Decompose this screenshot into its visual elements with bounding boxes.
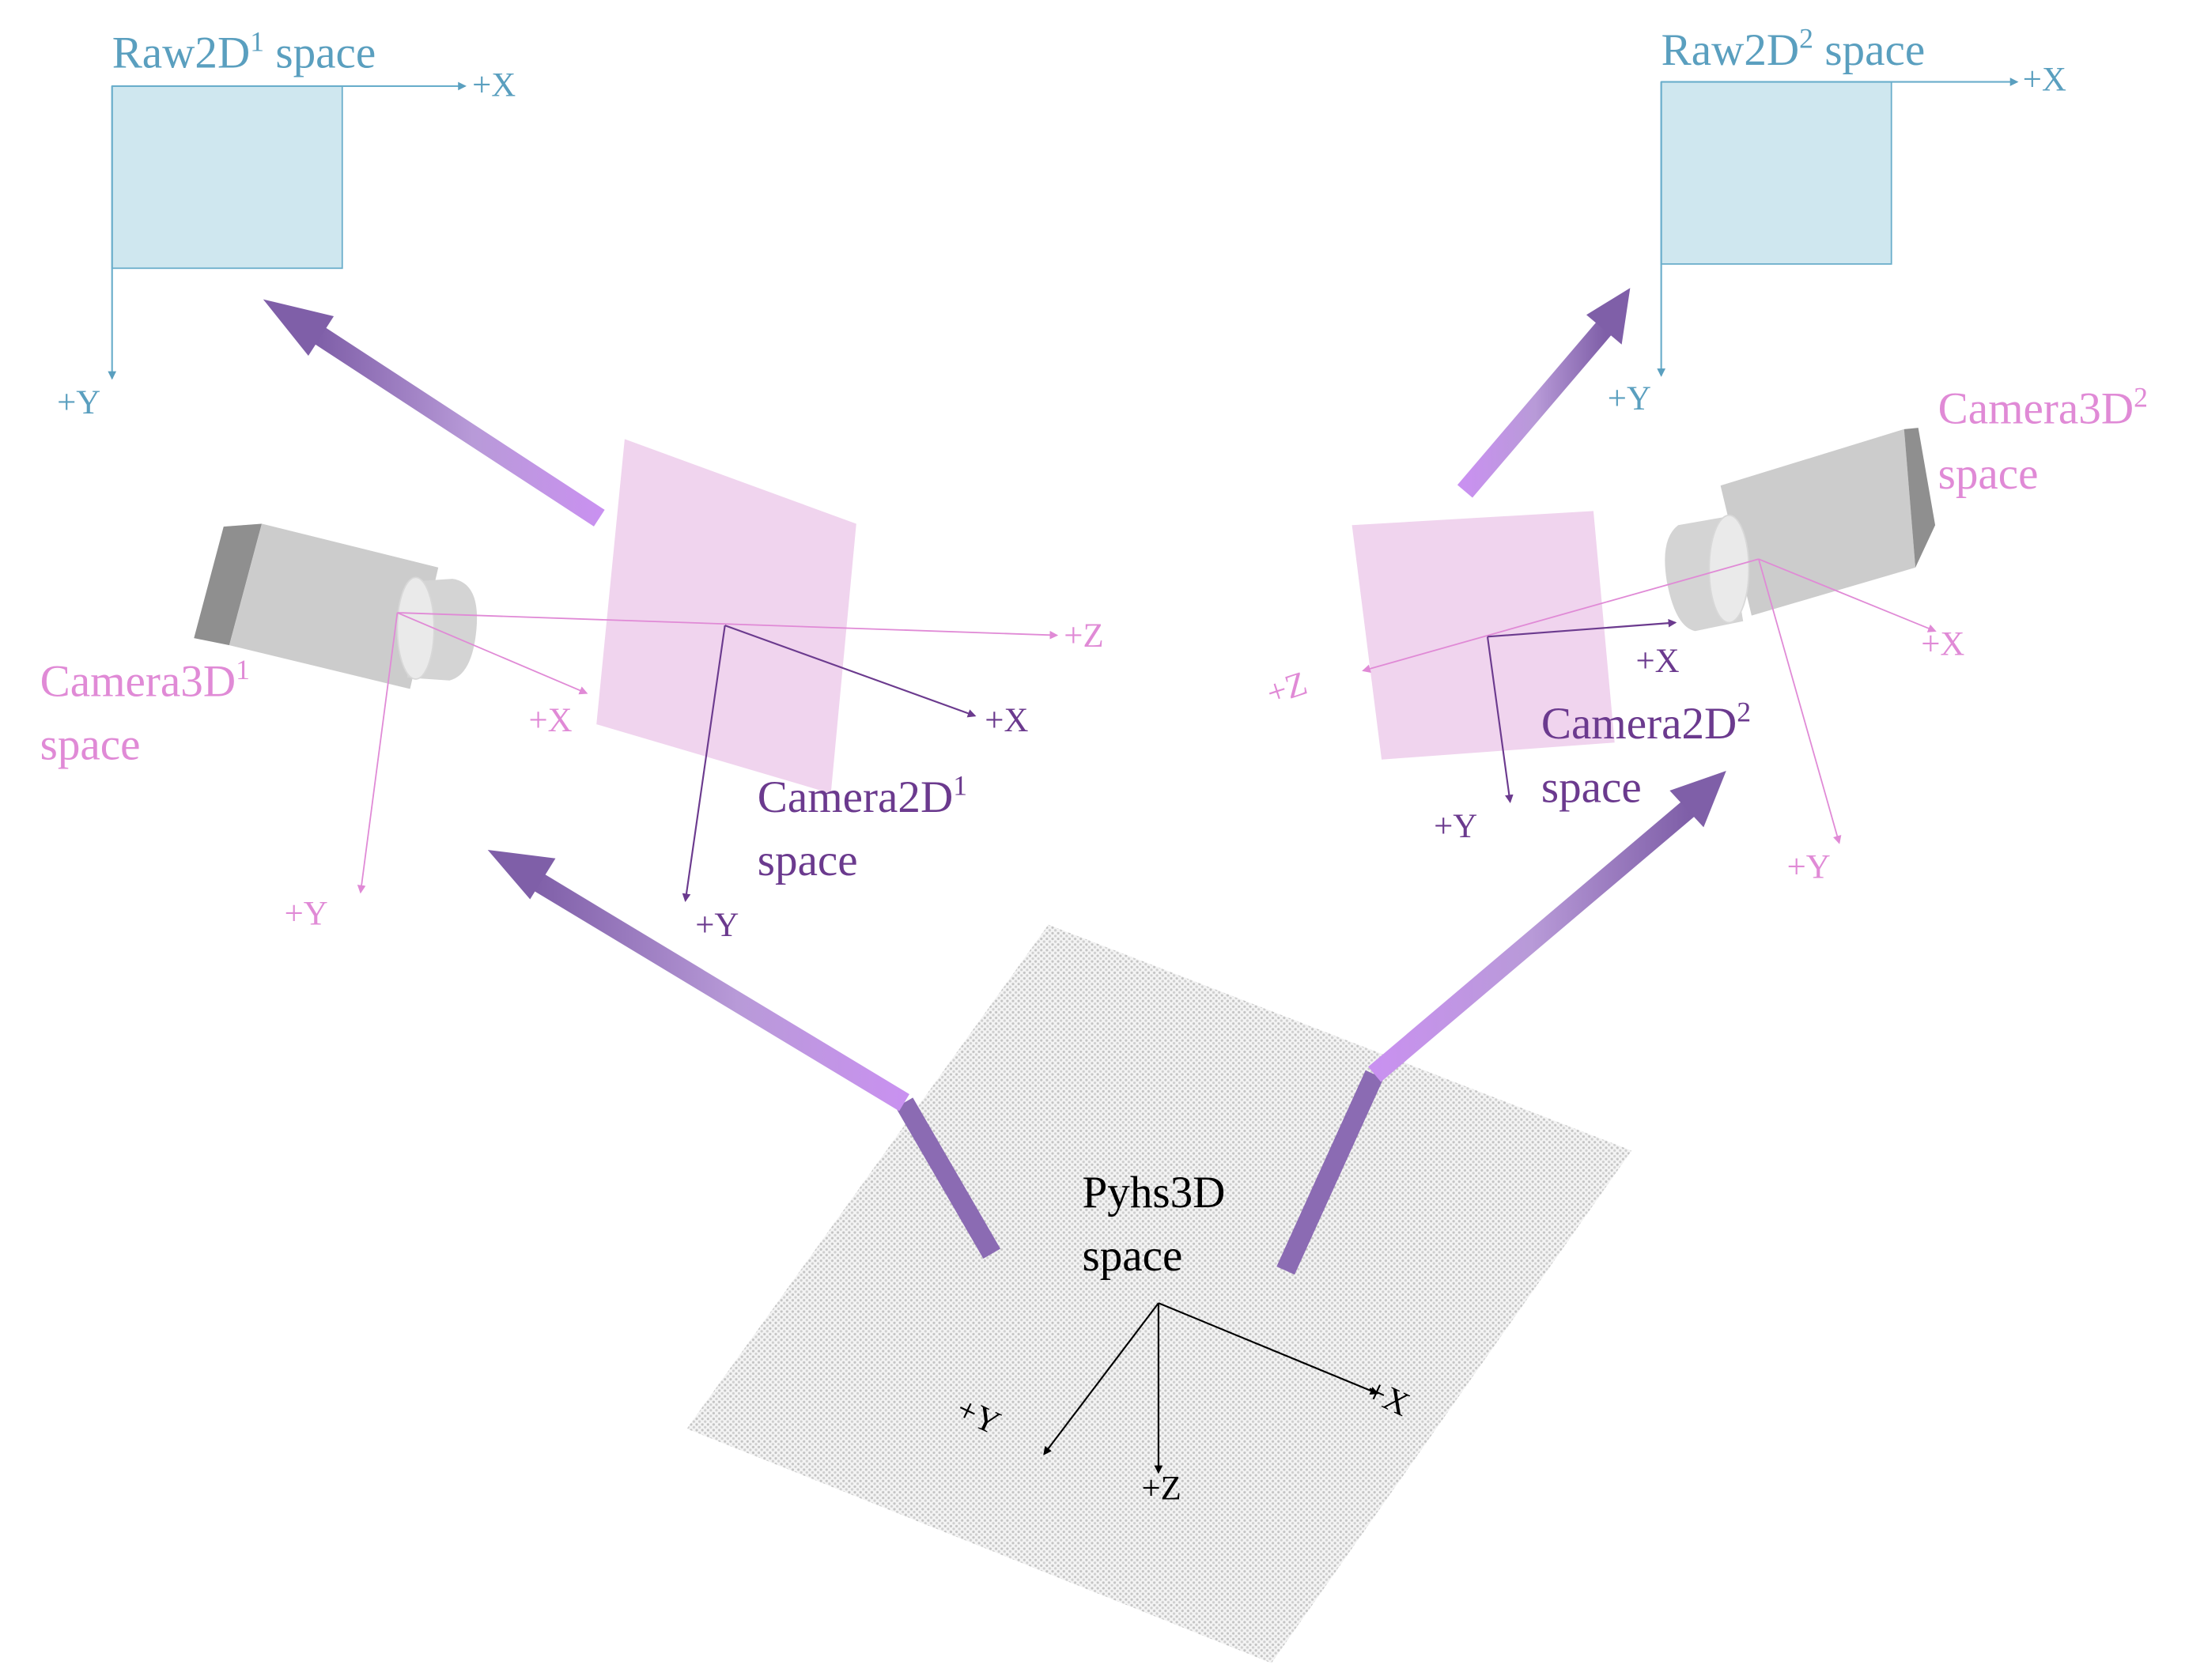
camera2d-2-x-axis [1487, 618, 1677, 638]
camera2d-2-title-line2: space [1541, 762, 1642, 812]
camera3d-2-y-axis [1757, 558, 1842, 844]
raw2d-1-space: Raw2D1 space +X +Y [57, 25, 516, 421]
camera3d-1-axes [357, 612, 1059, 894]
camera2d-1-sup: 1 [953, 769, 967, 801]
camera3d-2-axes [1362, 558, 1937, 844]
raw2d-2-image-rect [1660, 81, 1892, 265]
camera2d-1-x-label: +X [985, 702, 1028, 739]
camera-1-back-face [194, 523, 262, 646]
camera3d-1-title-line1: Camera3D1 [40, 654, 250, 706]
camera2d-2-y-label: +Y [1434, 808, 1477, 845]
raw2d-2-name: Raw2D [1662, 25, 1800, 75]
camera2d-1-name: Camera2D [758, 772, 953, 822]
camera2d-2-y-axis [1486, 636, 1514, 804]
camera3d-2-sup: 2 [2134, 381, 2148, 413]
camera-1-lens-face [396, 576, 435, 680]
raw2d-1-x-label: +X [472, 66, 516, 104]
phys3d-y-axis [1043, 1302, 1159, 1455]
camera3d-2-x-label: +X [1921, 626, 1964, 663]
raw2d-2-sup: 2 [1799, 23, 1813, 55]
raw2d-1-title: Raw2D1 space [112, 25, 376, 77]
camera2d-2-title-line1: Camera2D2 [1541, 697, 1751, 749]
camera2d-2-sup: 2 [1737, 697, 1751, 728]
camera3d-1-z-axis [397, 612, 1059, 640]
camera-2-body [1665, 428, 1936, 632]
arrow-camera2d-2-to-raw2d-2 [1457, 288, 1631, 498]
camera2d-2-x-label: +X [1636, 643, 1680, 680]
camera3d-2-title-line2: space [1938, 449, 2039, 499]
camera2d-2-image-plane [1352, 511, 1615, 760]
arrow-phys3d-to-camera2d-1 [487, 850, 1001, 1259]
phys3d-x-axis [1158, 1302, 1379, 1395]
camera2d-1-title-line2: space [758, 836, 858, 885]
camera-1-body [194, 523, 478, 689]
raw2d-2-suffix: space [1813, 25, 1925, 75]
camera2d-1-title-line1: Camera2D1 [758, 769, 967, 821]
phys3d-space: Pyhs3D space +X +Y +Z [686, 924, 1632, 1663]
arrow-camera2d-1-to-raw2d-1 [263, 299, 605, 527]
raw2d-1-sup: 1 [250, 25, 264, 57]
raw2d-2-y-label: +Y [1608, 380, 1651, 417]
raw2d-1-image-rect [111, 85, 343, 270]
camera2d-1-y-axis [682, 625, 726, 903]
phys3d-title-line1: Pyhs3D [1083, 1168, 1226, 1218]
camera3d-2-z-axis [1362, 558, 1760, 673]
camera2d-1-image-plane [596, 439, 856, 794]
phys3d-z-label: +Z [1142, 1470, 1181, 1507]
phys3d-ground-plane [686, 924, 1632, 1663]
camera2d-2-axes [1486, 618, 1677, 804]
camera-2-back-face [1903, 428, 1936, 568]
camera2d-2-name: Camera2D [1541, 699, 1737, 749]
raw2d-2-title: Raw2D2 space [1662, 23, 1926, 75]
raw2d-2-x-label: +X [2023, 61, 2066, 98]
arrow-phys3d-to-camera2d-2 [1276, 771, 1726, 1275]
phys3d-axes [1043, 1302, 1379, 1474]
camera3d-1-name: Camera3D [40, 656, 236, 706]
camera3d-1-x-axis [397, 612, 588, 695]
camera3d-2-title-line1: Camera3D2 [1938, 381, 2148, 433]
camera3d-1-title-line2: space [40, 720, 141, 770]
camera-2-side-face [1720, 428, 1916, 616]
camera3d-1-z-label: +Z [1064, 617, 1103, 655]
camera-2-lens-face [1708, 514, 1750, 624]
camera3d-2-y-label: +Y [1787, 849, 1831, 886]
camera3d-2-x-axis [1758, 558, 1937, 632]
raw2d-1-name: Raw2D [112, 28, 251, 78]
raw2d-2-space: Raw2D2 space +X +Y [1608, 23, 2066, 417]
camera3d-2-z-label: +Z [1262, 665, 1311, 712]
camera3d-1-y-axis [357, 612, 399, 894]
raw2d-1-suffix: space [264, 28, 376, 78]
camera3d-1-y-label: +Y [285, 896, 328, 933]
camera3d-1-x-label: +X [529, 702, 573, 739]
phys3d-title-line2: space [1083, 1231, 1183, 1281]
camera2d-1-axes [682, 625, 977, 903]
camera-1-side-face [229, 523, 439, 689]
transform-arrows [263, 288, 1726, 1275]
camera3d-1-sup: 1 [236, 654, 250, 685]
camera3d-2-name: Camera3D [1938, 384, 2134, 434]
camera2d-1-y-label: +Y [695, 907, 739, 944]
camera2d-1-x-axis [724, 625, 977, 718]
raw2d-1-y-label: +Y [57, 384, 100, 421]
